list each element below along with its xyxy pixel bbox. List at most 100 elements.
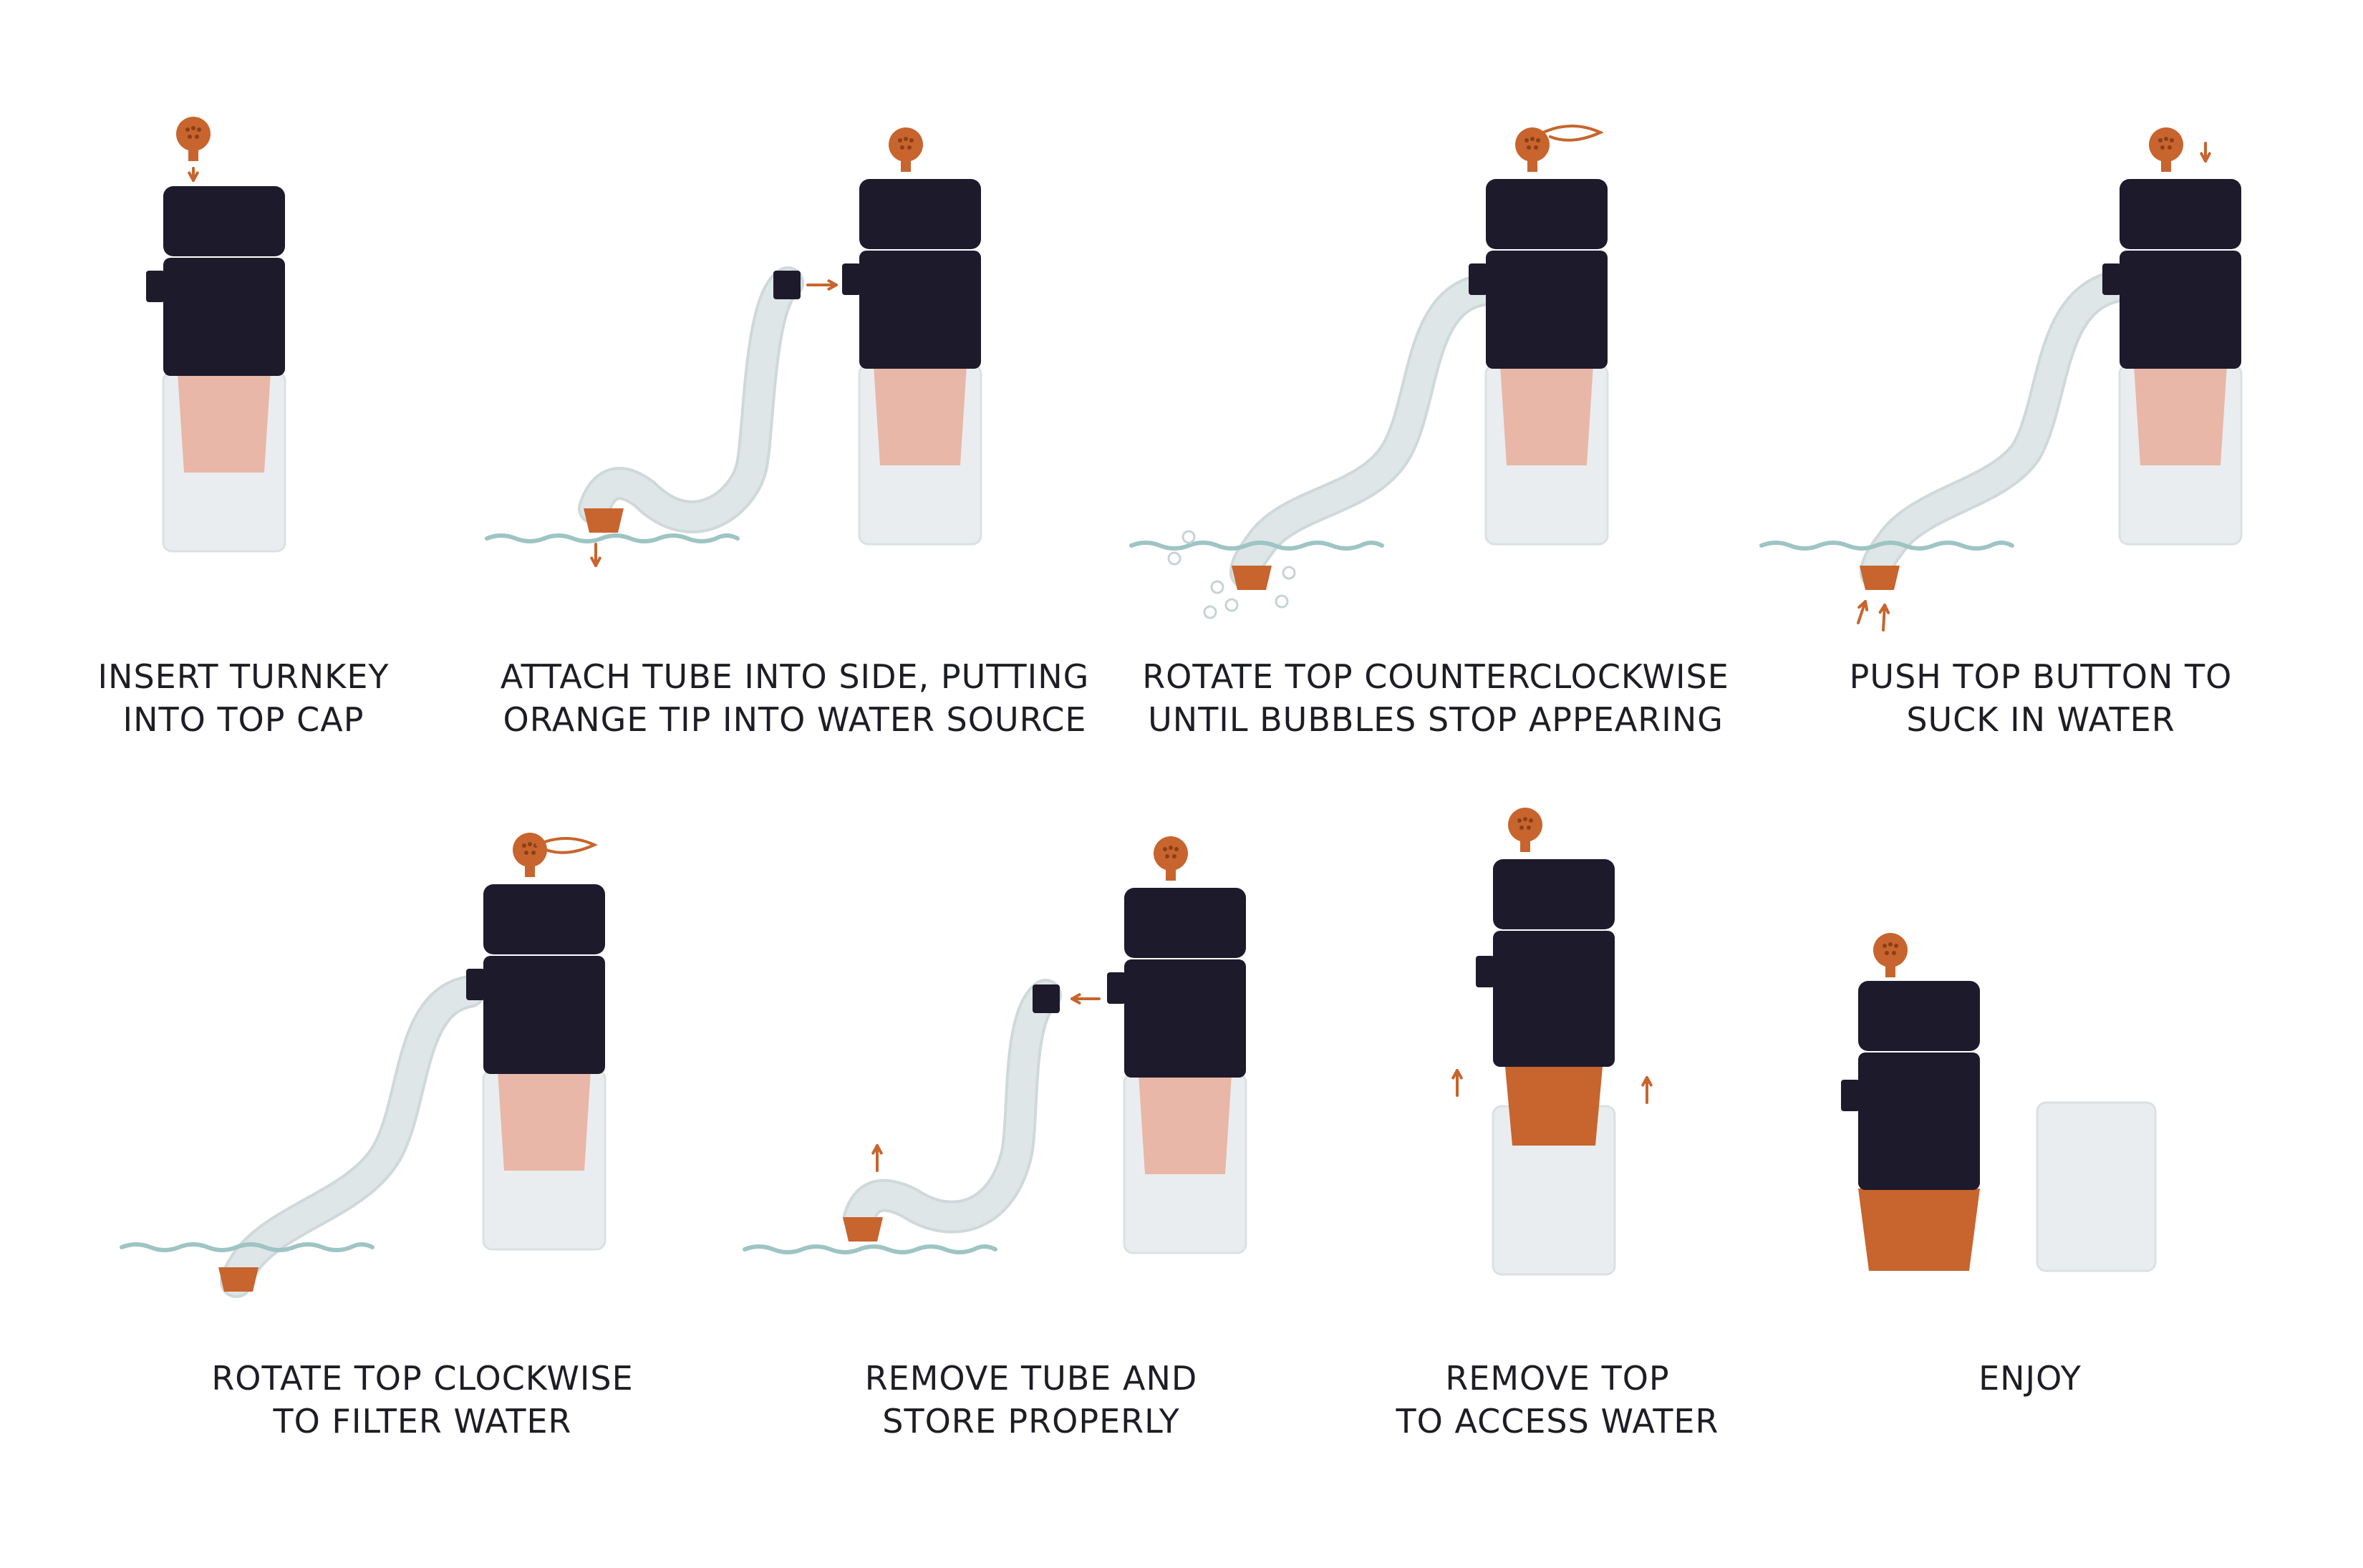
step-2-water [485, 533, 740, 543]
step-1-turnkey-icon [176, 117, 211, 161]
step-3-illustration [1129, 125, 1609, 619]
step-6-tip [843, 1217, 883, 1242]
step-4-arrow-up-right [1878, 604, 1890, 631]
step-2-filter-turnkey-icon-hole-0 [898, 138, 902, 142]
step-1-illustration [146, 117, 286, 553]
step-4-filter-turnkey-icon [2149, 127, 2183, 172]
step-4-filter-top-cap [2120, 179, 2241, 249]
step-2-tip [584, 508, 624, 533]
step-8-turnkey-icon-hole-0 [1883, 944, 1887, 948]
step-2-filter-turnkey-icon-hole-2 [909, 138, 914, 142]
step-5-filter-turnkey-icon-hole-4 [531, 851, 536, 855]
step-8-water-container [2036, 1101, 2157, 1272]
step-5-filter-lower-body [483, 956, 605, 1074]
step-4-tip [1860, 566, 1900, 590]
step-2-filter-turnkey-icon-hole-1 [904, 137, 908, 141]
step-5-rotate-arrow [536, 837, 598, 854]
step-3-water [1129, 541, 1384, 551]
step-3-filter-turnkey-icon [1515, 127, 1550, 172]
step-6-filter-turnkey-icon-hole-4 [1172, 854, 1176, 858]
step-2-filter-top-cap [859, 179, 981, 249]
step-7-illustration [1451, 808, 1653, 1276]
step-6-caption: REMOVE TUBE AND STORE PROPERLY [723, 1357, 1339, 1443]
step-7-turnkey-icon-hole-2 [1529, 818, 1533, 823]
step-1-filter-lower-body [163, 258, 285, 376]
step-7-arrow-up-right [1641, 1076, 1653, 1104]
step-1-turnkey-icon-hole-2 [197, 127, 201, 132]
step-1-turnkey-icon-hole-0 [185, 127, 190, 132]
step-4-arrow-up-right-shaft [1882, 604, 1886, 631]
step-5-tube [223, 978, 483, 1295]
step-3-bubble-5 [1182, 530, 1196, 544]
step-2-filter [842, 127, 982, 546]
step-7-turnkey-icon [1508, 808, 1542, 852]
step-4-filter-side-port [2102, 263, 2121, 295]
step-1-filter [146, 186, 286, 553]
step-8-turnkey-icon-hole-4 [1892, 951, 1896, 955]
step-4-filter [2102, 127, 2243, 546]
step-6-tube [846, 982, 1059, 1231]
step-8-turnkey-icon-hole-2 [1894, 944, 1898, 948]
step-6-filter-side-port [1107, 972, 1126, 1004]
step-5-illustration [120, 833, 607, 1298]
step-3-filter-turnkey-icon-hole-3 [1527, 145, 1531, 150]
step-1-arrow-down [188, 167, 199, 182]
step-1-line-2: INTO TOP CAP [122, 700, 364, 739]
step-7-arrow-up-right-head [1641, 1076, 1653, 1087]
step-3-tube [1232, 276, 1496, 586]
step-1-caption: INSERT TURNKEY INTO TOP CAP [0, 655, 551, 741]
step-4-arrow-down-head [2200, 152, 2211, 163]
step-8-line-1: ENJOY [1978, 1359, 2082, 1398]
step-3-bubble-0 [1210, 580, 1224, 594]
step-4-arrow-down [2200, 142, 2211, 163]
step-2-arrow-down-head [590, 556, 601, 567]
step-7-turnkey-icon-hole-0 [1517, 818, 1522, 823]
step-4-filter-turnkey-icon-hole-2 [2170, 138, 2174, 142]
step-4-tube [1862, 273, 2130, 586]
step-3-filter-lower-body [1486, 251, 1608, 369]
step-3-filter-turnkey-icon-hole-2 [1536, 138, 1540, 142]
step-6-arrow-left [1071, 993, 1101, 1005]
step-2-illustration [485, 127, 982, 567]
step-7-turnkey-icon-head [1508, 808, 1542, 842]
step-4-filter-lower-body [2120, 251, 2241, 369]
step-6-filter [1107, 836, 1247, 1254]
step-1-filter-cartridge [178, 372, 271, 473]
step-2-line-2: ORANGE TIP INTO WATER SOURCE [503, 700, 1087, 739]
step-6-filter-cartridge [1139, 1074, 1232, 1174]
step-4-line-1: PUSH TOP BUTTON TO [1849, 657, 2233, 696]
step-2-line-1: ATTACH TUBE INTO SIDE, PUTTING [500, 657, 1090, 696]
step-2-filter-cartridge [874, 365, 967, 465]
step-6-filter-turnkey-icon-hole-1 [1169, 846, 1173, 850]
step-6-filter-lower-body [1124, 959, 1246, 1078]
step-3-filter-turnkey-icon-hole-4 [1534, 145, 1538, 150]
step-2-tube [581, 269, 801, 531]
step-7-side-port [1476, 956, 1494, 987]
step-7-cartridge [1505, 1067, 1603, 1146]
step-4-caption: PUSH TOP BUTTON TO SUCK IN WATER [1733, 655, 2349, 741]
step-6-arrow-left-head [1071, 993, 1081, 1005]
step-2-filter-turnkey-icon [889, 127, 923, 172]
step-6-filter-turnkey-icon-hole-3 [1165, 854, 1169, 858]
step-7-arrow-up-left-head [1451, 1069, 1463, 1080]
step-6-arrow-up [871, 1144, 883, 1172]
step-7-turnkey-icon-hole-3 [1519, 826, 1524, 830]
step-3-rotate-arrow [1542, 125, 1604, 142]
step-2-filter-lower-body [859, 251, 981, 369]
step-4-filter-cartridge [2134, 365, 2227, 465]
step-6-filter-turnkey-icon-hole-0 [1163, 847, 1167, 851]
step-8-cartridge [1858, 1189, 1980, 1271]
step-4-arrow-up-right-head [1878, 604, 1890, 614]
step-3-bubble-3 [1282, 566, 1296, 580]
step-6-arrow-up-head [871, 1144, 883, 1155]
step-1-line-1: INSERT TURNKEY [97, 657, 390, 696]
step-3-bubble-2 [1203, 605, 1217, 619]
step-5-filter-turnkey-icon-hole-3 [524, 851, 528, 855]
step-8-lower-body [1858, 1052, 1980, 1190]
step-3-line-2: UNTIL BUBBLES STOP APPEARING [1148, 700, 1724, 739]
step-8-turnkey-icon-hole-3 [1885, 951, 1889, 955]
step-7-line-2: TO ACCESS WATER [1396, 1402, 1719, 1441]
step-6-line-2: STORE PROPERLY [882, 1402, 1180, 1441]
step-8-turnkey-icon-head [1873, 933, 1908, 967]
